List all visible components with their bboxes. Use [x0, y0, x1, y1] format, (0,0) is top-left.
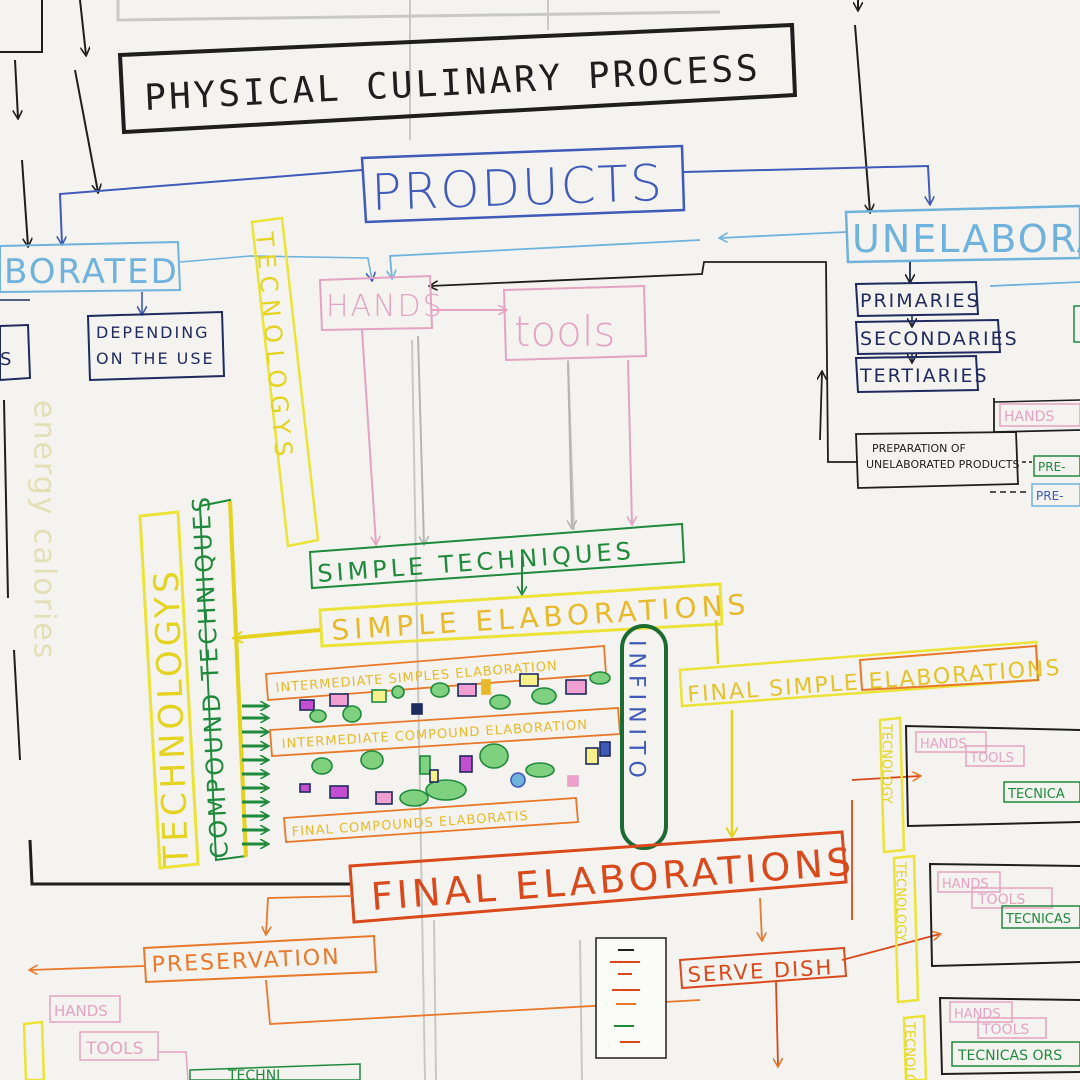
unelaborated-text: UNELABORA [852, 217, 1080, 261]
elab-to-compound-arrow [234, 628, 321, 638]
simple-elaborations-box: SIMPLE ELABORATIONS [318, 582, 751, 648]
scribble-shapes [299, 671, 611, 807]
technologys-left-text: TECHNOLOGYS [147, 567, 197, 868]
top-remnant-boxes [0, 0, 721, 53]
infinito-box: INFINITO [620, 624, 668, 850]
yellow-right-path [714, 619, 732, 836]
right-tecnology-box-1: TECNOLOGY [879, 716, 906, 854]
preparation-line2: UNELABORATED PRODUCTS [866, 458, 1020, 471]
tertiaries-text: TERTIARIES [859, 365, 989, 387]
depending-line1: DEPENDING [96, 323, 210, 342]
right-group-1: HANDS TOOLS TECNICA [904, 724, 1080, 828]
right-group-3: HANDS TOOLS TECNICAS ORS [938, 996, 1080, 1076]
final-simple-elaborations-text: FINAL SIMPLE ELABORATIONS [687, 656, 1063, 708]
serve-dish-box: SERVE DISH [678, 946, 848, 990]
title-text: PHYSICAL CULINARY PROCESS [143, 48, 761, 119]
tecnologys-vertical-box: TECNOLOGYS [250, 216, 320, 548]
unelaborated-box: UNELABORA [844, 204, 1080, 264]
secondaries-box: SECONDARIES [854, 318, 1019, 356]
intermediate-compound-text: INTERMEDIATE COMPOUND ELABORATION [281, 718, 588, 752]
tools-box: tools [502, 284, 648, 362]
bottom-left-group: HANDS TOOLS TECHNI [22, 995, 361, 1080]
tools-text: tools [514, 307, 615, 356]
tecnology-small-2: TECNOLOGY [893, 861, 908, 942]
bl-tech: TECHNI [227, 1068, 280, 1080]
final-compounds-box: FINAL COMPOUNDS ELABORATIS [283, 797, 579, 843]
primaries-text: PRIMARIES [860, 290, 981, 312]
rg3-tools: TOOLS [981, 1022, 1029, 1038]
tertiaries-box: TERTIARIES [854, 354, 989, 394]
hands-text: HANDS [326, 289, 444, 324]
dish-card [595, 937, 667, 1059]
simple-techniques-text: SIMPLE TECHNIQUES [316, 537, 635, 588]
gray-downlines [417, 335, 572, 544]
right-tecnology-box-2: TECNOLOGY [893, 854, 920, 1004]
products-connectors [60, 164, 930, 244]
tecnology-small-1: TECNOLOGY [879, 723, 894, 804]
infinito-text: INFINITO [624, 640, 649, 784]
bl-hands: HANDS [54, 1002, 108, 1020]
left-cut-box: S [0, 323, 32, 382]
hands-box: HANDS [318, 274, 444, 332]
right-tecnology-box-3: TECNOLOGY [902, 1014, 928, 1080]
serve-dish-text: SERVE DISH [687, 955, 834, 987]
primaries-box: PRIMARIES [854, 280, 981, 318]
final-compounds-text: FINAL COMPOUNDS ELABORATIS [291, 809, 529, 840]
simple-techniques-box: SIMPLE TECHNIQUES [308, 522, 686, 590]
rg2-hands: HANDS [942, 877, 989, 892]
compound-arrows [242, 706, 268, 844]
preparation-box: PREPARATION OF UNELABORATED PRODUCTS [855, 431, 1020, 489]
preservation-box: PRESERVATION [142, 934, 378, 984]
preservation-text: PRESERVATION [151, 945, 341, 978]
unelaborated-connectors [390, 231, 1080, 287]
depending-box: DEPENDING ON THE USE [86, 310, 226, 382]
final-elaborations-text: FINAL ELABORATIONS [369, 840, 856, 919]
products-box: PRODUCTS [360, 144, 686, 224]
technologys-left-box: TECHNOLOGYS [138, 510, 200, 870]
preparation-loop [430, 261, 858, 463]
hands-small-right: HANDS [1004, 409, 1054, 425]
rg1-tools: TOOLS [969, 751, 1014, 766]
final-elaborations-box: FINAL ELABORATIONS [348, 830, 856, 924]
bl-tools: TOOLS [85, 1039, 143, 1059]
right-small-boxes: HANDS PRE- PRE- [990, 305, 1080, 507]
rg1-tecnicas: TECNICA [1007, 787, 1065, 802]
black-arrows-left [3, 0, 870, 761]
black-frame-line [28, 839, 352, 886]
elaborated-box: BORATED [0, 240, 182, 294]
tecnology-small-3: TECNOLOGY [902, 1021, 917, 1080]
final-simple-elaborations-box: FINAL SIMPLE ELABORATIONS [678, 640, 1063, 708]
left-cut-text: S [0, 349, 11, 370]
preparation-line1: PREPARATION OF [872, 442, 966, 455]
energy-calories-text: energy calories [27, 400, 62, 660]
elaborated-text: BORATED [4, 252, 179, 292]
pre-label-2: PRE- [1036, 489, 1064, 503]
final-elab-connectors [30, 776, 940, 1066]
depending-line2: ON THE USE [96, 349, 215, 368]
pink-downlines [361, 329, 632, 544]
rg1-hands: HANDS [920, 737, 967, 752]
secondaries-text: SECONDARIES [860, 328, 1019, 350]
rg2-tecnicas: TECNICAS [1005, 912, 1071, 927]
tecnologys-vertical-text: TECNOLOGYS [250, 230, 298, 465]
right-group-2: HANDS TOOLS TECNICAS [928, 862, 1080, 968]
elaborated-connectors [0, 255, 372, 314]
pre-label-1: PRE- [1038, 460, 1066, 474]
title-box: PHYSICAL CULINARY PROCESS [117, 22, 798, 135]
rg2-tools: TOOLS [977, 892, 1025, 908]
rg3-tecnicas: TECNICAS ORS [957, 1048, 1062, 1064]
products-text: PRODUCTS [370, 154, 664, 222]
